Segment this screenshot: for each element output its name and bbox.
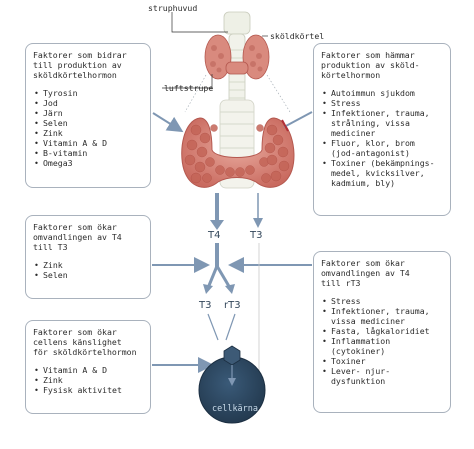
thyroid-large (181, 117, 295, 188)
box-t4-t3-factors: Faktorer som ökar omvandlingen av T4 til… (25, 215, 151, 299)
cell (198, 345, 266, 424)
list-item: Toxiner (321, 356, 443, 366)
list-item: Järn (33, 108, 143, 118)
box-inhibit-title: Faktorer som hämmar produktion av sköld-… (321, 50, 420, 80)
list-item: Fasta, lågkaloridiet (321, 326, 443, 336)
list-item: Fluor, klor, brom (jod-antagonist) (321, 138, 443, 158)
list-item: Autoimmun sjukdom (321, 88, 443, 98)
box-t4-rt3-factors: Faktorer som ökar omvandlingen av T4 til… (313, 251, 451, 413)
label-t4: T4 (208, 230, 221, 241)
list-item: Selen (33, 270, 143, 280)
box-t4-rt3-title: Faktorer som ökar omvandlingen av T4 til… (321, 258, 410, 288)
label-cellkarna: cellkärna (211, 404, 259, 414)
list-item: Infektioner, trauma, vissa mediciner (321, 306, 443, 326)
list-item: Jod (33, 98, 143, 108)
label-t3-bottom: T3 (199, 300, 212, 311)
inhibit-mark (281, 119, 289, 132)
box-t4-t3-title: Faktorer som ökar omvandlingen av T4 til… (33, 222, 122, 252)
label-rt3-bottom: rT3 (224, 300, 241, 311)
hormone-flow (203, 193, 263, 395)
label-leaders (162, 12, 268, 89)
label-t3-right: T3 (250, 230, 263, 241)
label-struphuvud: struphuvud (148, 3, 198, 13)
list-item: Inflammation (cytokiner) (321, 336, 443, 356)
label-skoldkortel: sköldkörtel (270, 31, 325, 41)
list-item: Stress (321, 296, 443, 306)
box-sensitivity-factors: Faktorer som ökar cellens känslighet för… (25, 320, 151, 414)
thyroid-small (204, 34, 270, 80)
list-item: Zink (33, 375, 143, 385)
list-item: Stress (321, 98, 443, 108)
list-item: Selen (33, 118, 143, 128)
list-item: Zink (33, 260, 143, 270)
list-item: Toxiner (bekämpnings- medel, kvicksilver… (321, 158, 443, 188)
list-item: B-vitamin (33, 148, 143, 158)
box-sensitivity-title: Faktorer som ökar cellens känslighet för… (33, 327, 137, 357)
list-item: Omega3 (33, 158, 143, 168)
list-item: Zink (33, 128, 143, 138)
box-production-factors: Faktorer som bidrar till produktion av s… (25, 43, 151, 188)
zoom-lines (184, 74, 291, 113)
list-item: Fysisk aktivitet (33, 385, 143, 395)
list-item: Lever- njur- dysfunktion (321, 366, 443, 386)
list-item: Tyrosin (33, 88, 143, 98)
box-arrows (152, 111, 313, 373)
list-item: Vitamin A & D (33, 138, 143, 148)
list-item: Vitamin A & D (33, 365, 143, 375)
box-inhibit-factors: Faktorer som hämmar produktion av sköld-… (313, 43, 451, 216)
list-item: Infektioner, trauma, strålning, vissa me… (321, 108, 443, 138)
box-production-title: Faktorer som bidrar till produktion av s… (33, 50, 127, 80)
label-luftstrupe: luftstrupe (164, 83, 214, 93)
